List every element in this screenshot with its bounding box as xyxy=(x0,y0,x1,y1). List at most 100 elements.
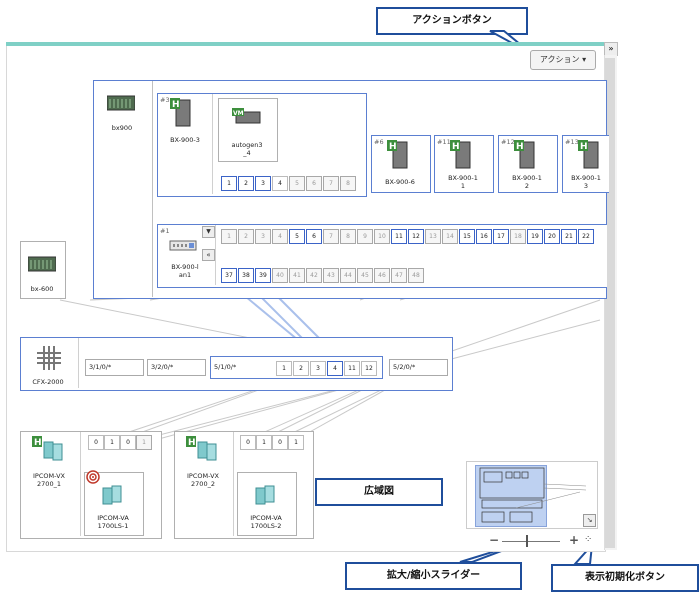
vm-port[interactable]: 8 xyxy=(340,176,356,191)
server-label: BX-900-6 xyxy=(385,178,415,186)
ipcom-port[interactable]: 0 xyxy=(272,435,288,450)
switch-port[interactable]: 4 xyxy=(272,229,288,244)
switch-port[interactable]: 22 xyxy=(578,229,594,244)
zoom-slider-thumb[interactable] xyxy=(526,535,528,547)
uplink-group[interactable]: 3/1/0/* xyxy=(85,359,144,376)
switch-port[interactable]: 39 xyxy=(255,268,271,283)
vm-port[interactable]: 7 xyxy=(323,176,339,191)
ipcom-va-label: IPCOM-VA 1700LS-2 xyxy=(250,514,282,530)
switch-port[interactable]: 16 xyxy=(476,229,492,244)
core-port[interactable]: 11 xyxy=(344,361,360,376)
ipcom-host-icon: H xyxy=(32,436,63,461)
switch-port[interactable]: 21 xyxy=(561,229,577,244)
reset-view-button[interactable]: ⁘ xyxy=(584,534,593,545)
ipcom-port[interactable]: 1 xyxy=(104,435,120,450)
switch-port[interactable]: 46 xyxy=(374,268,390,283)
vm-port[interactable]: 1 xyxy=(221,176,237,191)
switch-port[interactable]: 17 xyxy=(493,229,509,244)
uplink-group[interactable]: 3/2/0/* xyxy=(147,359,206,376)
switch-port[interactable]: 10 xyxy=(374,229,390,244)
switch-port[interactable]: 5 xyxy=(289,229,305,244)
server-label: BX-900-1 2 xyxy=(512,174,542,190)
blade-chassis-icon xyxy=(107,95,135,111)
core-port[interactable]: 3 xyxy=(310,361,326,376)
switch-port[interactable]: 13 xyxy=(425,229,441,244)
svg-text:H: H xyxy=(580,142,588,152)
ipcom-va-box[interactable] xyxy=(237,472,297,536)
host-server-icon: H xyxy=(387,140,408,169)
server-number: #11 xyxy=(437,138,451,146)
vm-port[interactable]: 2 xyxy=(238,176,254,191)
switch-port[interactable]: 1 xyxy=(221,229,237,244)
switch-port[interactable]: 43 xyxy=(323,268,339,283)
switch-port[interactable]: 12 xyxy=(408,229,424,244)
core-port[interactable]: 12 xyxy=(361,361,377,376)
server-label: BX-900-3 xyxy=(170,136,200,144)
svg-text:VM: VM xyxy=(233,110,244,117)
switch-port[interactable]: 47 xyxy=(391,268,407,283)
ipcom-port[interactable]: 0 xyxy=(88,435,104,450)
switch-port[interactable]: 20 xyxy=(544,229,560,244)
switch-collapse-button[interactable]: « xyxy=(202,249,215,261)
ipcom-divider xyxy=(233,432,234,536)
ipcom-port[interactable]: 1 xyxy=(256,435,272,450)
vm-port[interactable]: 4 xyxy=(272,176,288,191)
switch-port[interactable]: 7 xyxy=(323,229,339,244)
zoom-in-button[interactable]: + xyxy=(569,533,580,547)
overview-toggle-button[interactable]: ↘ xyxy=(583,514,596,527)
svg-text:H: H xyxy=(452,142,460,152)
zoom-slider-track[interactable] xyxy=(502,541,560,542)
switch-port[interactable]: 2 xyxy=(238,229,254,244)
switch-port[interactable]: 45 xyxy=(357,268,373,283)
chassis-divider xyxy=(152,81,153,297)
switch-port[interactable]: 38 xyxy=(238,268,254,283)
uplink-group[interactable]: 5/2/0/* xyxy=(389,359,448,376)
chassis-label: bx-600 xyxy=(30,285,54,293)
core-port[interactable]: 2 xyxy=(293,361,309,376)
switch-port[interactable]: 11 xyxy=(391,229,407,244)
lan-switch-icon xyxy=(169,240,197,251)
ipcom-port[interactable]: 1 xyxy=(136,435,152,450)
ipcom-port[interactable]: 0 xyxy=(120,435,136,450)
switch-port[interactable]: 15 xyxy=(459,229,475,244)
zoom-out-button[interactable]: − xyxy=(489,533,500,547)
server-number: #13 xyxy=(565,138,579,146)
core-port[interactable]: 4 xyxy=(327,361,343,376)
server-divider xyxy=(212,94,213,194)
svg-text:H: H xyxy=(188,438,196,448)
core-port[interactable]: 1 xyxy=(276,361,292,376)
switch-port[interactable]: 3 xyxy=(255,229,271,244)
switch-port[interactable]: 42 xyxy=(306,268,322,283)
switch-port[interactable]: 41 xyxy=(289,268,305,283)
overview-thumbnail xyxy=(479,467,587,523)
server-number: #6 xyxy=(374,138,384,146)
switch-port[interactable]: 14 xyxy=(442,229,458,244)
action-button[interactable]: アクション ▾ xyxy=(530,50,596,70)
switch-port[interactable]: 44 xyxy=(340,268,356,283)
switch-port[interactable]: 40 xyxy=(272,268,288,283)
ipcom-port[interactable]: 1 xyxy=(288,435,304,450)
switch-port[interactable]: 18 xyxy=(510,229,526,244)
ipcom-host-label: IPCOM-VX 2700_1 xyxy=(33,472,65,488)
switch-port[interactable]: 19 xyxy=(527,229,543,244)
switch-number: #1 xyxy=(160,227,170,235)
vm-box[interactable] xyxy=(218,98,278,162)
vm-icon: VM xyxy=(232,108,261,124)
ipcom-divider xyxy=(80,432,81,536)
switch-port[interactable]: 37 xyxy=(221,268,237,283)
chassis-label: bx900 xyxy=(111,124,133,132)
switch-port[interactable]: 48 xyxy=(408,268,424,283)
host-server-icon: H xyxy=(170,98,191,127)
ipcom-port[interactable]: 0 xyxy=(240,435,256,450)
callout-overview-map: 広域図 xyxy=(315,478,443,506)
scrollbar-thumb[interactable] xyxy=(605,58,615,548)
overview-viewport[interactable] xyxy=(475,465,547,527)
vm-port[interactable]: 3 xyxy=(255,176,271,191)
switch-port[interactable]: 9 xyxy=(357,229,373,244)
vm-port[interactable]: 5 xyxy=(289,176,305,191)
svg-text:H: H xyxy=(516,142,524,152)
switch-port[interactable]: 6 xyxy=(306,229,322,244)
switch-dropdown-button[interactable]: ▼ xyxy=(202,226,215,238)
vm-port[interactable]: 6 xyxy=(306,176,322,191)
switch-port[interactable]: 8 xyxy=(340,229,356,244)
